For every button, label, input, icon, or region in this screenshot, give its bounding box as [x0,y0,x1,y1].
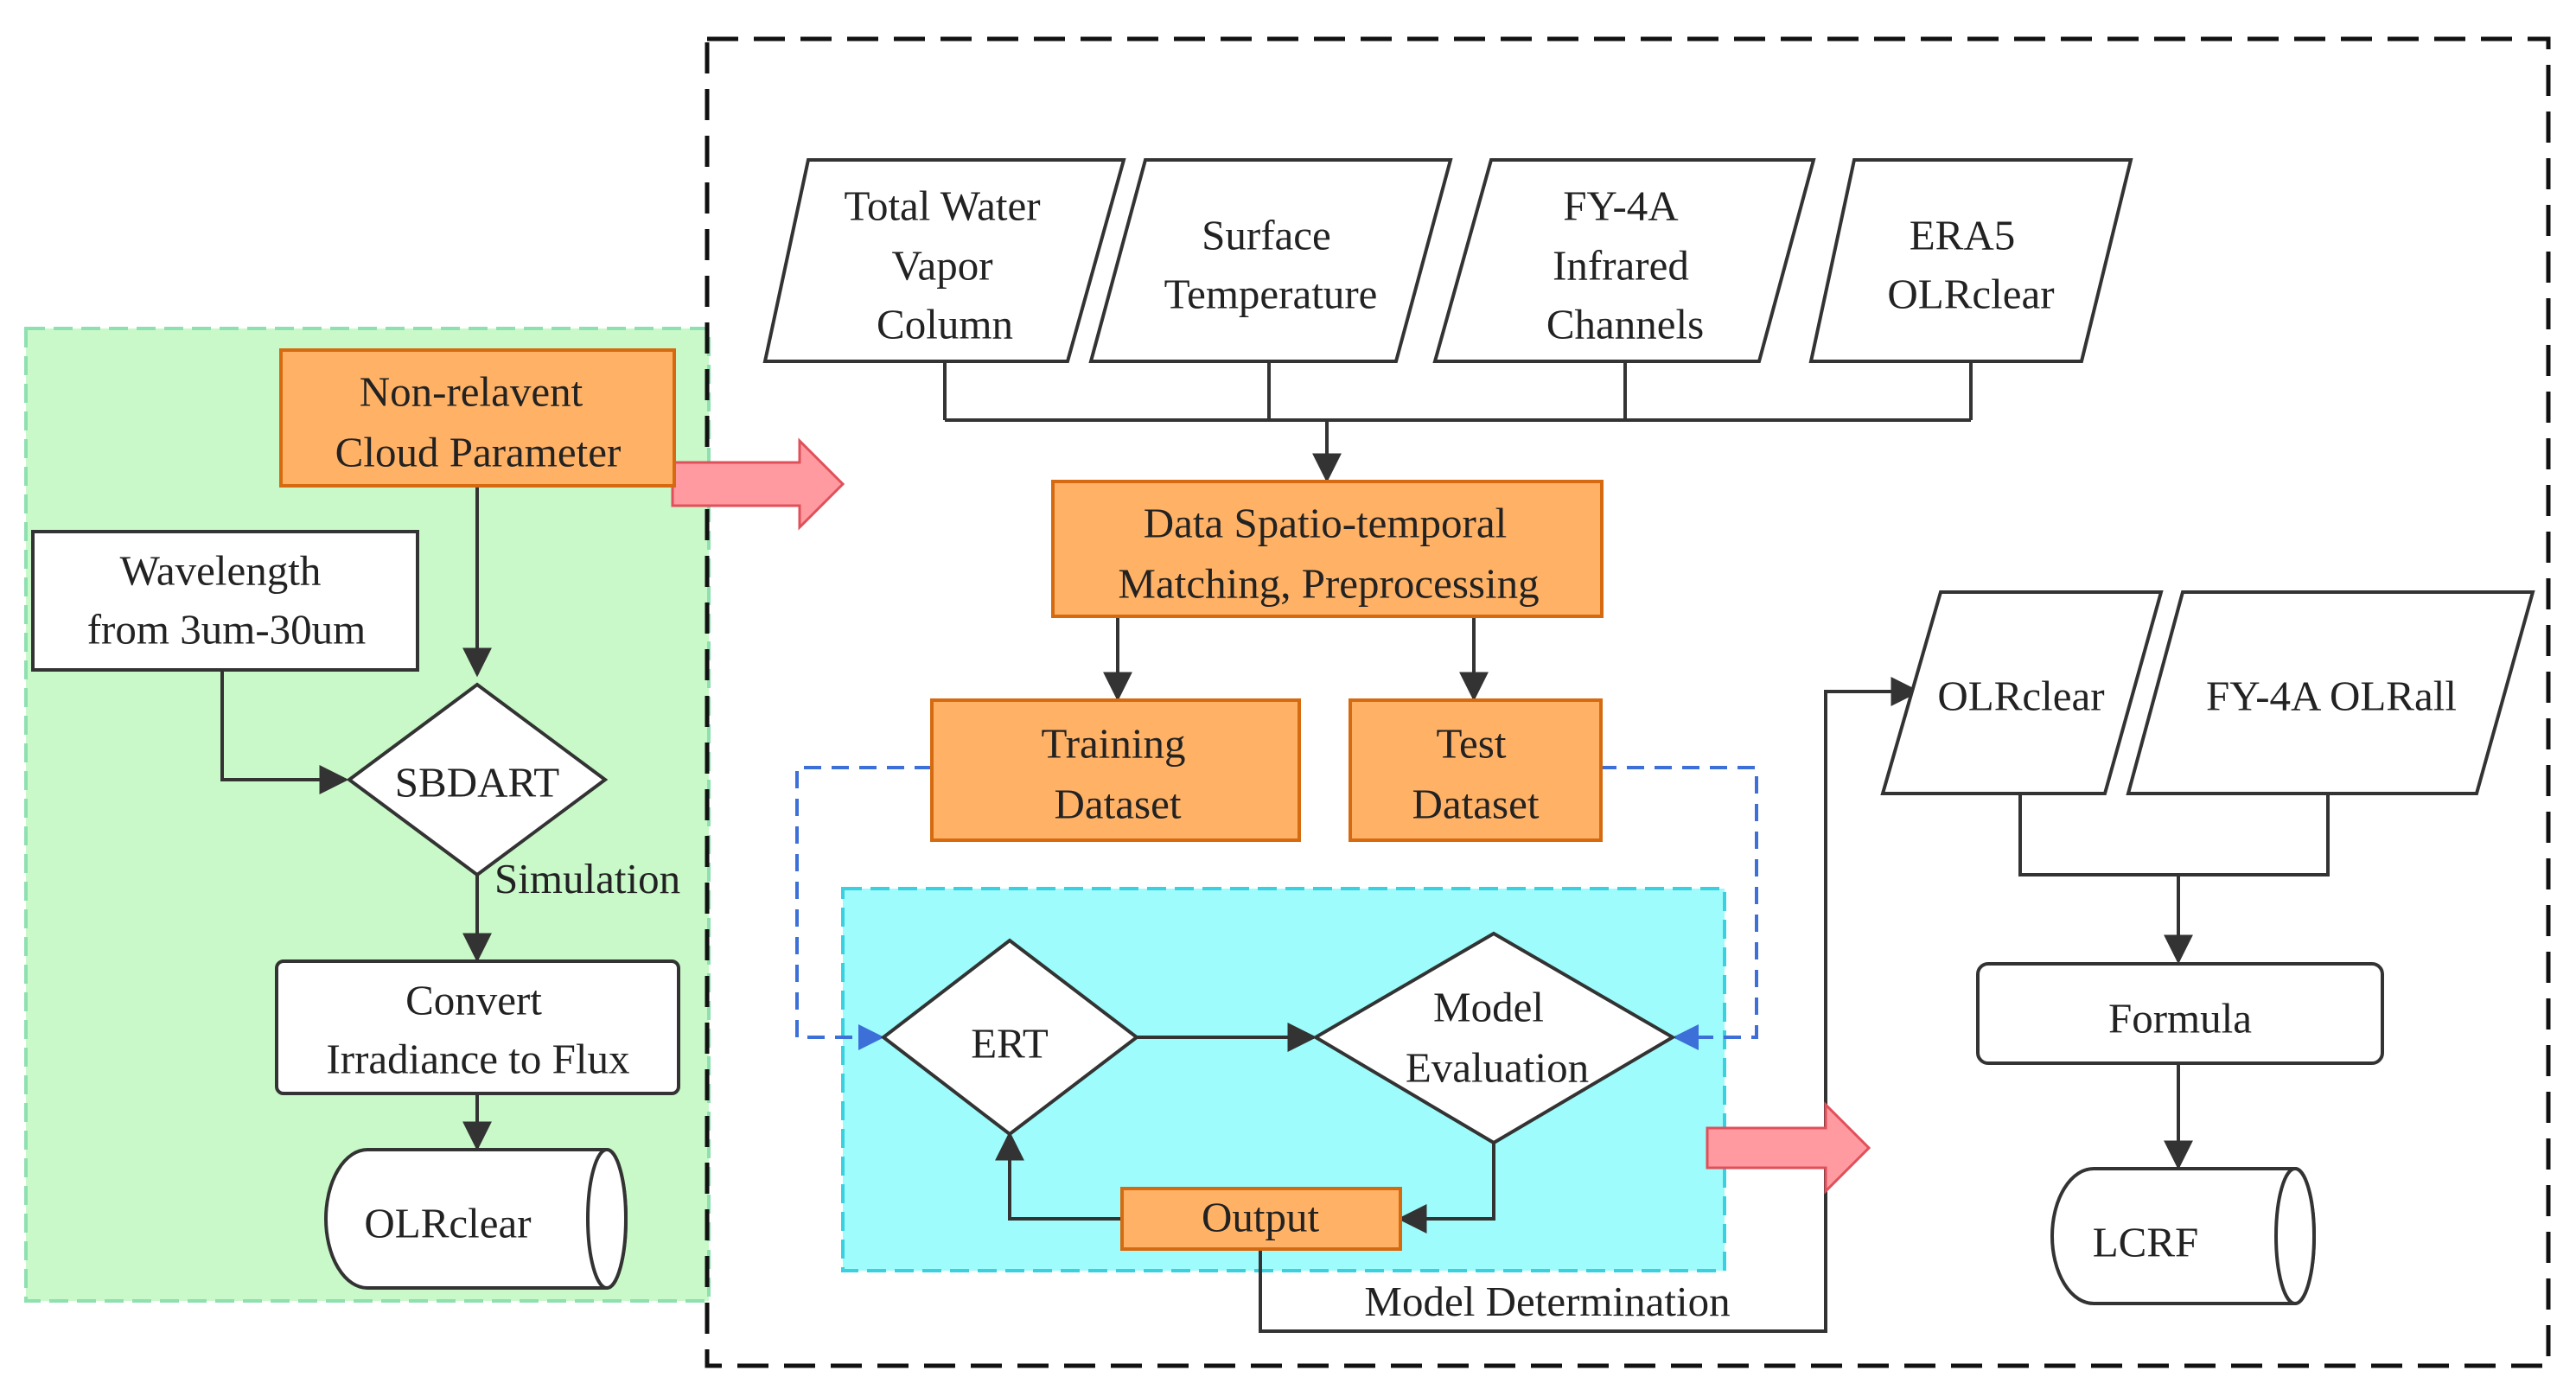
fy4a-infrared-line3: Channels [1546,300,1704,347]
output-node: Output [1120,1187,1402,1251]
model-determination-label: Model Determination [1364,1278,1730,1325]
wavelength-line1: Wavelength [120,546,322,594]
convert-node: Convert Irradiance to Flux [275,959,680,1095]
era5-olrclear-line1: ERA5 [1910,211,2016,258]
era5-olrclear-node: ERA5 OLRclear [1808,158,2133,363]
olrclear-input-node: OLRclear [1880,590,2164,795]
convert-line2: Irradiance to Flux [326,1035,629,1082]
fy4a-infrared-node: FY-4A Infrared Channels [1432,158,1816,363]
olrclear-output-node: OLRclear [324,1148,628,1290]
output-to-ert [995,1131,1122,1221]
fy4a-olrall-label: FY-4A OLRall [2206,672,2457,719]
output-label: Output [1202,1193,1320,1240]
test-to-evaluation-dashed [1599,766,1758,1050]
training-line2: Dataset [1055,780,1182,827]
training-dataset-node: Training Dataset [930,698,1301,842]
right-merge-lines [2018,794,2330,876]
sbdart-node: SBDART [346,682,609,877]
pink-arrow-to-right [1706,1101,1871,1195]
lcrf-node: LCRF [2050,1167,2316,1305]
preprocessing-line2: Matching, Preprocessing [1118,559,1539,607]
surface-temperature-line2: Temperature [1164,270,1378,317]
preprocessing-line1: Data Spatio-temporal [1144,499,1507,546]
wavelength-line2: from 3um-30um [87,605,367,653]
test-line1: Test [1437,719,1507,767]
retrieval-region-border [705,36,2551,1368]
training-line1: Training [1041,719,1185,767]
test-line2: Dataset [1412,780,1540,827]
preprocessing-node: Data Spatio-temporal Matching, Preproces… [1051,480,1604,618]
training-to-ert-dashed [795,766,932,1050]
wavelength-node: Wavelength from 3um-30um [31,530,419,672]
model-determination-line [1259,677,1921,1333]
model-evaluation-node: Model Evaluation [1312,931,1676,1145]
convert-line1: Convert [405,976,542,1023]
surface-temperature-node: Surface Temperature [1088,158,1453,363]
pink-arrow-to-center [671,437,845,531]
model-evaluation-line1: Model [1433,983,1544,1030]
olrclear-output-label: OLRclear [364,1199,531,1246]
total-water-vapor-node: Total Water Vapor Column [762,158,1126,363]
ert-label: ERT [971,1019,1049,1067]
wavelength-to-sbdart [220,671,349,794]
input-merge-lines [943,361,1973,483]
simulation-region [24,327,711,1303]
fy4a-infrared-line2: Infrared [1553,241,1689,289]
surface-temperature-line1: Surface [1202,211,1331,258]
formula-node: Formula [1976,962,2384,1065]
simulation-label: Simulation [494,855,680,902]
non-relevant-cloud-line1: Non-relavent [360,367,583,415]
olrclear-input-label: OLRclear [1937,672,2104,719]
ert-node: ERT [880,938,1140,1137]
sbdart-label: SBDART [395,758,559,806]
total-water-vapor-line2: Vapor [891,241,992,289]
non-relevant-cloud-node: Non-relavent Cloud Parameter [279,348,676,488]
fy4a-olrall-node: FY-4A OLRall [2126,590,2535,795]
fy4a-infrared-line1: FY-4A [1563,182,1679,229]
formula-label: Formula [2108,994,2252,1042]
total-water-vapor-line3: Column [877,300,1013,347]
test-dataset-node: Test Dataset [1349,698,1603,842]
lcrf-label: LCRF [2093,1218,2199,1265]
evaluation-to-output [1397,1143,1495,1233]
total-water-vapor-line1: Total Water [844,182,1040,229]
non-relevant-cloud-line2: Cloud Parameter [335,428,622,475]
era5-olrclear-line2: OLRclear [1887,270,2054,317]
model-evaluation-line2: Evaluation [1406,1043,1589,1091]
